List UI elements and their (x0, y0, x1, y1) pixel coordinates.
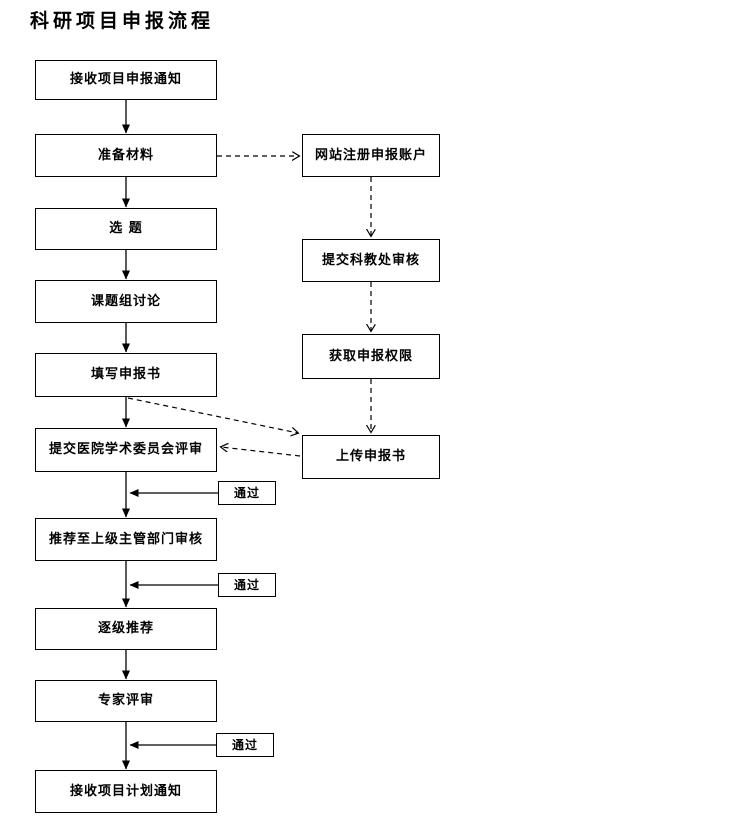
node-upload-application: 上传申报书 (302, 435, 440, 479)
node-obtain-application-permission: 获取申报权限 (302, 334, 440, 379)
page-title: 科研项目申报流程 (30, 10, 215, 32)
node-superior-department-review: 推荐至上级主管部门审核 (35, 518, 217, 561)
dashed-arrow-fill-to-upload (127, 397, 298, 433)
node-expert-review: 专家评审 (35, 680, 217, 722)
dashed-arrow-upload-to-committee (221, 447, 301, 457)
node-receive-plan-notice: 接收项目计划通知 (35, 770, 217, 813)
node-website-register-account: 网站注册申报账户 (302, 134, 440, 177)
node-prepare-materials: 准备材料 (35, 134, 217, 177)
node-submit-sci-edu-dept-review: 提交科教处审核 (302, 239, 440, 282)
node-topic-selection: 选 题 (35, 208, 217, 250)
pass-label-3: 通过 (216, 733, 274, 757)
node-group-discussion: 课题组讨论 (35, 280, 217, 323)
online-flow-arrows (127, 156, 371, 457)
node-level-by-level-recommend: 逐级推荐 (35, 608, 217, 650)
node-fill-application: 填写申报书 (35, 353, 217, 397)
node-hospital-committee-review: 提交医院学术委员会评审 (35, 428, 217, 472)
pass-label-2: 通过 (218, 573, 276, 597)
pass-label-1: 通过 (218, 481, 276, 505)
pass-arrows (129, 489, 218, 749)
node-receive-application-notice: 接收项目申报通知 (35, 60, 217, 100)
